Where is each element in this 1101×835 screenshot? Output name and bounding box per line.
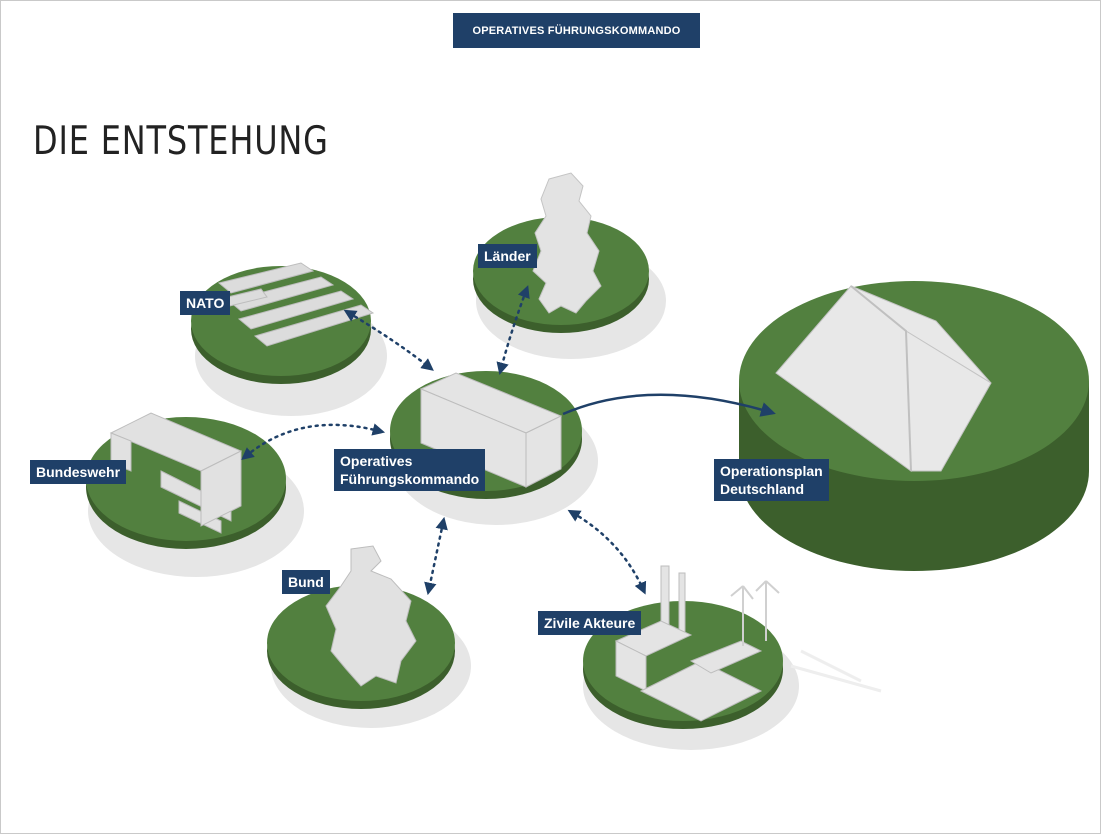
- page-title: DIE ENTSTEHUNG: [33, 119, 329, 164]
- connector-bundeswehr: [241, 423, 386, 460]
- connector-zivile: [567, 509, 647, 595]
- label-nato: NATO: [180, 291, 231, 315]
- label-plan-line2: Deutschland: [720, 481, 805, 497]
- bundeswehr-disk: [86, 412, 304, 577]
- label-bund: Bund: [282, 570, 330, 594]
- label-laender: Länder: [478, 244, 537, 268]
- label-plan-line1: Operationsplan: [720, 463, 823, 479]
- label-zivile: Zivile Akteure: [538, 611, 642, 635]
- center-disk: [390, 371, 598, 525]
- connector-bund: [424, 516, 448, 596]
- connector-laender: [496, 285, 530, 376]
- label-bundeswehr: Bundeswehr: [30, 460, 127, 484]
- bund-disk: [267, 545, 471, 728]
- zivile-disk: [583, 565, 882, 750]
- label-center-line2: Führungskommando: [340, 471, 480, 487]
- connector-nato: [343, 309, 434, 371]
- label-plan: Operationsplan Deutschland: [714, 459, 829, 501]
- connectors: [241, 285, 776, 596]
- plan-disk: [739, 281, 1089, 571]
- header-tag: OPERATIVES FÜHRUNGSKOMMANDO: [453, 13, 700, 48]
- connector-plan: [562, 393, 776, 417]
- label-center: Operatives Führungskommando: [334, 449, 486, 491]
- label-center-line1: Operatives: [340, 453, 413, 469]
- nato-disk: [191, 262, 387, 416]
